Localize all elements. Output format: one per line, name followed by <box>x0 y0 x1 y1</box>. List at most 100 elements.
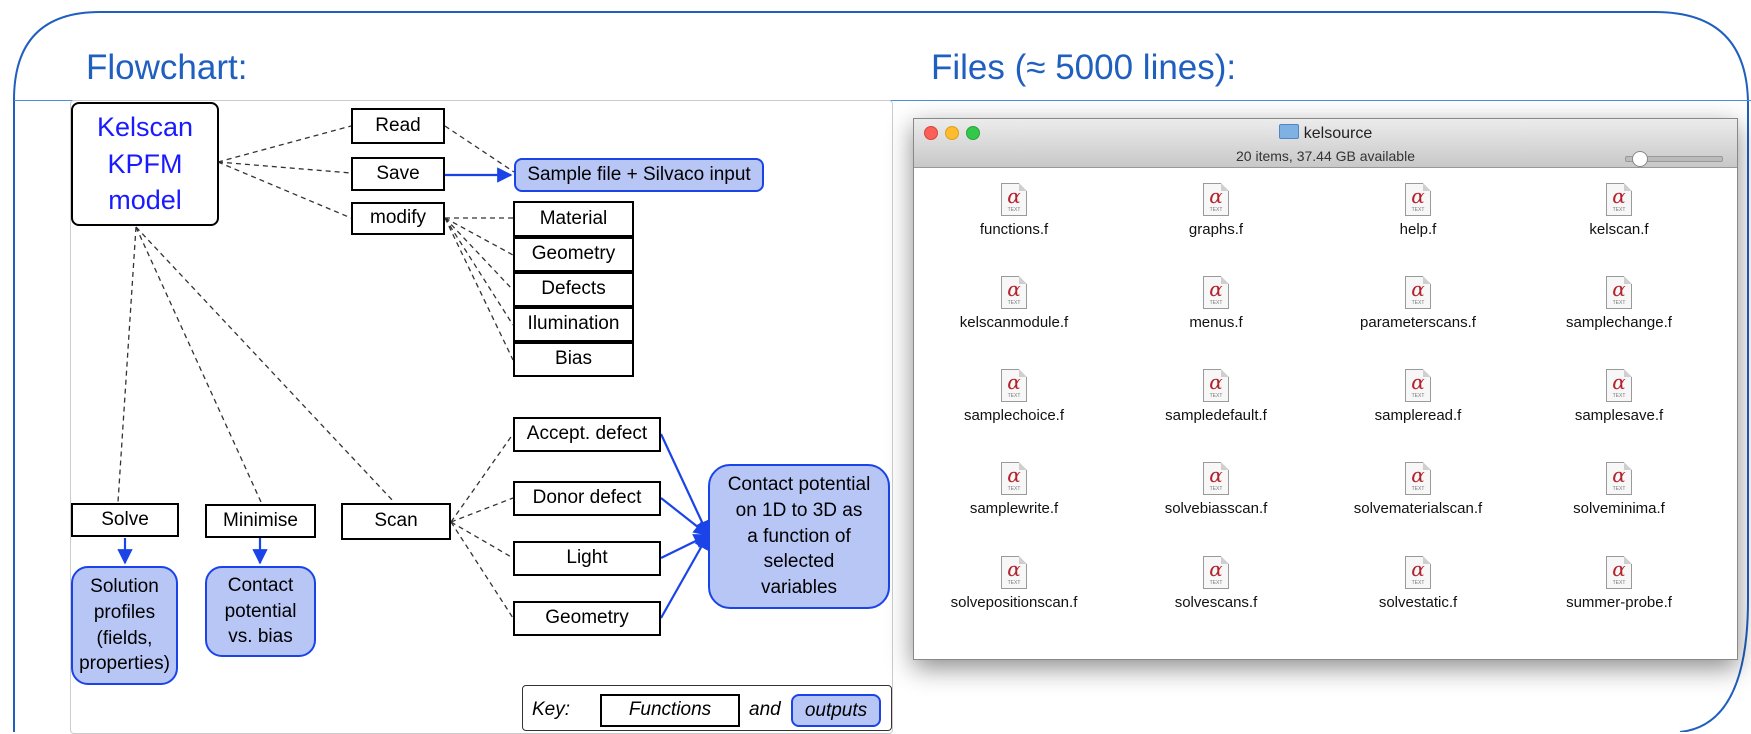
model-line-3: model <box>108 185 182 216</box>
geometry-modify-function-box: Geometry <box>513 237 634 272</box>
file-name: sampledefault.f <box>1165 407 1267 424</box>
window-title-text: kelsource <box>1303 125 1373 142</box>
light-function-box: Light <box>513 541 661 576</box>
file-name: functions.f <box>979 221 1049 238</box>
model-line-2: KPFM <box>107 148 183 179</box>
files-heading: Files (≈ 5000 lines): <box>931 48 1237 87</box>
file-name: solvebiasscan.f <box>1164 500 1268 517</box>
file-name: kelscanmodule.f <box>959 314 1069 331</box>
contact-scan-line-2: on 1D to 3D as <box>735 500 863 522</box>
file-name: solvescans.f <box>1174 594 1258 611</box>
key-label: Key: <box>532 699 571 720</box>
folder-icon <box>1278 124 1299 139</box>
kelscan-model-box: Kelscan KPFM model <box>71 102 219 226</box>
contact-potential-bias-output: Contact potential vs. bias <box>205 566 316 657</box>
zoom-button[interactable] <box>966 126 980 140</box>
contact-scan-line-4: selected <box>763 551 835 573</box>
accept-defect-function-box: Accept. defect <box>513 417 661 452</box>
contact-scan-line-1: Contact potential <box>727 474 871 496</box>
legend-key: Key: Functions and outputs <box>522 685 892 731</box>
contact-potential-scan-output: Contact potential on 1D to 3D as a funct… <box>708 464 890 609</box>
flowchart-heading: Flowchart: <box>86 48 248 87</box>
minimise-function-box: Minimise <box>205 504 316 538</box>
file-name: parameterscans.f <box>1360 314 1476 331</box>
contact-bias-line-3: vs. bias <box>228 626 293 648</box>
status-text: 20 items, 37.44 GB available <box>1236 148 1415 164</box>
file-name: summer-probe.f <box>1566 594 1672 611</box>
solution-profiles-output: Solution profiles (fields, properties) <box>71 566 178 685</box>
file-name: samplechange.f <box>1566 314 1672 331</box>
solution-line-1: Solution <box>90 576 159 598</box>
icon-size-slider-knob[interactable] <box>1632 151 1648 167</box>
file-name: solvematerialscan.f <box>1353 500 1483 517</box>
illumination-function-box: Ilumination <box>513 307 634 342</box>
bias-function-box: Bias <box>513 342 634 377</box>
finder-window: kelsource 20 items, 37.44 GB available α… <box>913 118 1738 660</box>
file-name: menus.f <box>1189 314 1243 331</box>
solution-line-4: properties) <box>79 653 170 675</box>
file-name: sampleread.f <box>1374 407 1462 424</box>
window-titlebar[interactable]: kelsource 20 items, 37.44 GB available <box>914 119 1737 168</box>
close-button[interactable] <box>924 126 938 140</box>
key-and-text: and <box>749 699 781 720</box>
scan-function-box: Scan <box>341 503 451 540</box>
file-name: solvestatic.f <box>1378 594 1458 611</box>
solve-function-box: Solve <box>71 503 179 537</box>
minimize-button[interactable] <box>945 126 959 140</box>
icon-size-slider[interactable] <box>1625 151 1723 167</box>
file-name: solveminima.f <box>1573 500 1665 517</box>
solution-line-3: (fields, <box>96 627 153 649</box>
material-function-box: Material <box>513 201 634 237</box>
sample-file-output: Sample file + Silvaco input <box>514 158 764 192</box>
key-functions-swatch: Functions <box>600 694 740 727</box>
file-name: samplewrite.f <box>969 500 1059 517</box>
file-name: kelscan.f <box>1589 221 1649 238</box>
modify-function-box: modify <box>351 202 445 235</box>
window-title: kelsource <box>914 124 1737 143</box>
contact-scan-line-3: a function of <box>747 525 851 547</box>
contact-bias-line-2: potential <box>224 600 297 622</box>
file-name: samplechoice.f <box>963 407 1065 424</box>
contact-scan-line-5: variables <box>760 576 838 598</box>
